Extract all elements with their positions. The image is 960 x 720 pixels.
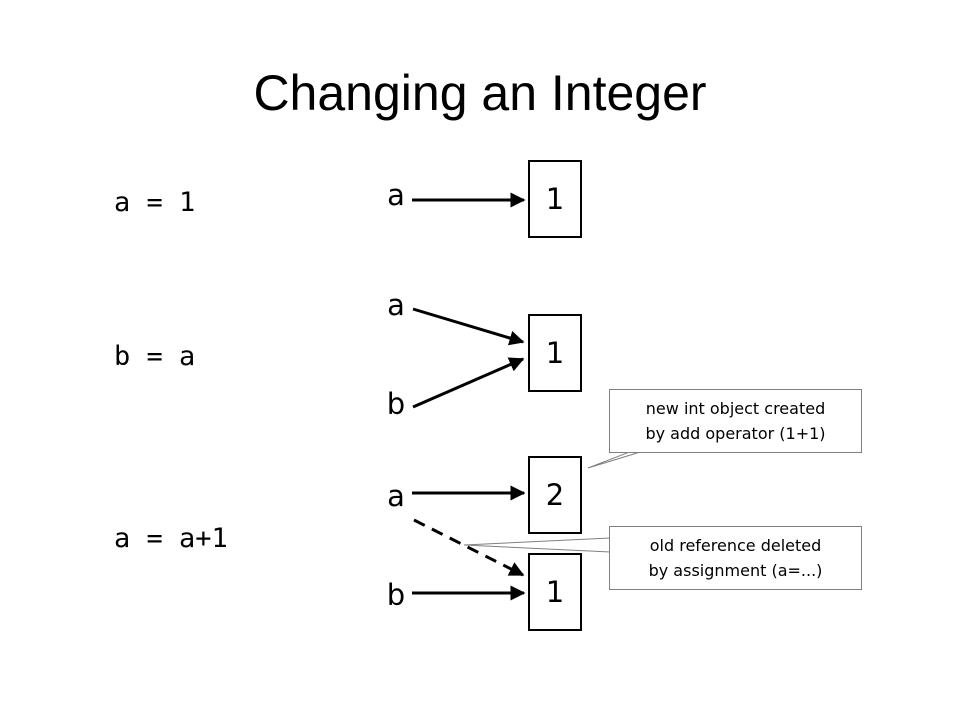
arrow-a-to-object-step2 [412, 307, 525, 346]
variable-label-a-step1: a [387, 178, 405, 212]
int-object-value: 1 [545, 336, 565, 370]
int-object-box-1-step1: 1 [528, 160, 582, 238]
callout-old-reference-deleted: old reference deleted by assignment (a=.… [609, 526, 862, 590]
arrow-a-old-reference-dashed [413, 518, 525, 577]
callout-new-int-object: new int object created by add operator (… [609, 389, 862, 453]
callout-line: old reference deleted [649, 536, 822, 555]
callout-line: new int object created [645, 399, 826, 418]
variable-label-b-step3: b [386, 578, 406, 612]
code-line-a-equals-a-plus-1: a = a+1 [114, 523, 228, 554]
variable-label-a-step3: a [387, 479, 405, 513]
variable-label-b-step2: b [386, 387, 406, 421]
int-object-box-2-step3: 2 [528, 456, 582, 534]
callout-line: by add operator (1+1) [645, 424, 826, 443]
int-object-box-1-step3: 1 [528, 553, 582, 631]
callout-pointer-old-reference [463, 537, 611, 553]
slide-title: Changing an Integer [253, 65, 707, 121]
code-line-b-equals-a: b = a [114, 341, 196, 372]
int-object-value: 2 [545, 478, 565, 512]
arrow-b-to-object-step2 [412, 357, 525, 409]
variable-label-a-step2: a [387, 288, 405, 322]
callout-line: by assignment (a=...) [648, 561, 823, 580]
code-line-a-equals-1: a = 1 [114, 187, 196, 218]
int-object-box-1-step2: 1 [528, 314, 582, 392]
int-object-value: 1 [545, 575, 565, 609]
int-object-value: 1 [545, 182, 565, 216]
